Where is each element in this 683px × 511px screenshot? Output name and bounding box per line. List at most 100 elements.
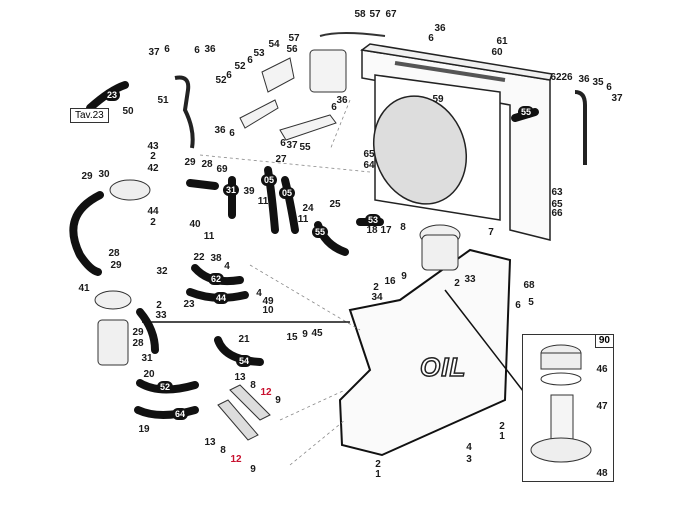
part-label-59[interactable]: 59	[432, 94, 444, 105]
part-label-31[interactable]: 31	[141, 353, 153, 364]
part-label-32[interactable]: 32	[156, 266, 168, 277]
part-label-48[interactable]: 48	[596, 468, 608, 479]
part-label-33[interactable]: 33	[155, 310, 167, 321]
part-label-12[interactable]: 12	[260, 387, 272, 398]
part-label-39[interactable]: 39	[243, 186, 255, 197]
part-label-57[interactable]: 57	[288, 33, 300, 44]
hose-badge-53[interactable]: 53	[364, 214, 382, 226]
part-label-44[interactable]: 44	[147, 206, 159, 217]
part-label-37[interactable]: 37	[148, 47, 160, 58]
part-label-36[interactable]: 36	[336, 95, 348, 106]
part-label-69[interactable]: 69	[216, 164, 228, 175]
hose-badge-54[interactable]: 54	[235, 355, 253, 367]
part-label-13[interactable]: 13	[234, 372, 246, 383]
part-label-2[interactable]: 2	[373, 282, 379, 293]
part-label-37[interactable]: 37	[611, 93, 623, 104]
part-label-64[interactable]: 64	[363, 160, 375, 171]
part-label-1[interactable]: 1	[375, 469, 381, 480]
part-label-36[interactable]: 36	[204, 44, 216, 55]
part-label-37[interactable]: 37	[286, 140, 298, 151]
part-label-9[interactable]: 9	[275, 395, 281, 406]
part-label-6[interactable]: 6	[280, 138, 286, 149]
hose-badge-55[interactable]: 55	[517, 106, 535, 118]
hose-badge-05[interactable]: 05	[278, 187, 296, 199]
part-label-29[interactable]: 29	[81, 171, 93, 182]
part-label-40[interactable]: 40	[189, 219, 201, 230]
part-label-42[interactable]: 42	[147, 163, 159, 174]
part-label-22[interactable]: 22	[193, 252, 205, 263]
part-label-62[interactable]: 62	[550, 72, 562, 83]
part-label-19[interactable]: 19	[138, 424, 150, 435]
part-label-6[interactable]: 6	[194, 45, 200, 56]
part-label-18[interactable]: 18	[366, 225, 378, 236]
part-label-36[interactable]: 36	[214, 125, 226, 136]
part-label-43[interactable]: 43	[147, 141, 159, 152]
hose-badge-31[interactable]: 31	[222, 184, 240, 196]
part-label-6[interactable]: 6	[226, 70, 232, 81]
part-label-36[interactable]: 36	[578, 74, 590, 85]
part-label-6[interactable]: 6	[164, 44, 170, 55]
part-label-9[interactable]: 9	[302, 329, 308, 340]
part-label-38[interactable]: 38	[210, 253, 222, 264]
part-label-12[interactable]: 12	[230, 454, 242, 465]
part-label-29[interactable]: 29	[110, 260, 122, 271]
part-label-11[interactable]: 11	[257, 196, 269, 207]
part-label-54[interactable]: 54	[268, 39, 280, 50]
part-label-33[interactable]: 33	[464, 274, 476, 285]
part-label-2[interactable]: 2	[156, 300, 162, 311]
part-label-68[interactable]: 68	[523, 280, 535, 291]
part-label-4[interactable]: 4	[224, 261, 230, 272]
part-label-27[interactable]: 27	[275, 154, 287, 165]
part-label-16[interactable]: 16	[384, 276, 396, 287]
part-label-4[interactable]: 4	[256, 288, 262, 299]
part-label-23[interactable]: 23	[183, 299, 195, 310]
part-label-5[interactable]: 5	[528, 297, 534, 308]
part-label-61[interactable]: 61	[496, 36, 508, 47]
part-label-15[interactable]: 15	[286, 332, 298, 343]
part-label-6[interactable]: 6	[229, 128, 235, 139]
part-label-41[interactable]: 41	[78, 283, 90, 294]
hose-badge-05[interactable]: 05	[260, 174, 278, 186]
part-label-2[interactable]: 2	[499, 421, 505, 432]
part-label-6[interactable]: 6	[331, 102, 337, 113]
part-label-52[interactable]: 52	[215, 75, 227, 86]
part-label-56[interactable]: 56	[286, 44, 298, 55]
part-label-26[interactable]: 26	[561, 72, 573, 83]
part-label-13[interactable]: 13	[204, 437, 216, 448]
part-label-25[interactable]: 25	[329, 199, 341, 210]
part-label-50[interactable]: 50	[122, 106, 134, 117]
part-label-20[interactable]: 20	[143, 369, 155, 380]
part-label-58[interactable]: 58	[354, 9, 366, 20]
part-label-4[interactable]: 4	[466, 442, 472, 453]
part-label-28[interactable]: 28	[108, 248, 120, 259]
part-label-52[interactable]: 52	[234, 61, 246, 72]
part-label-57[interactable]: 57	[369, 9, 381, 20]
part-label-28[interactable]: 28	[132, 338, 144, 349]
part-label-29[interactable]: 29	[184, 157, 196, 168]
part-label-6[interactable]: 6	[515, 300, 521, 311]
part-label-66[interactable]: 66	[551, 208, 563, 219]
part-label-65[interactable]: 65	[551, 199, 563, 210]
reference-table-box[interactable]: Tav.23	[70, 108, 109, 123]
hose-badge-23[interactable]: 23	[103, 89, 121, 101]
part-label-7[interactable]: 7	[488, 227, 494, 238]
part-label-46[interactable]: 46	[596, 364, 608, 375]
part-label-2[interactable]: 2	[454, 278, 460, 289]
part-label-49[interactable]: 49	[262, 296, 274, 307]
part-label-10[interactable]: 10	[262, 305, 274, 316]
hose-badge-52[interactable]: 52	[156, 381, 174, 393]
part-label-1[interactable]: 1	[499, 431, 505, 442]
part-label-67[interactable]: 67	[385, 9, 397, 20]
part-label-21[interactable]: 21	[238, 334, 250, 345]
hose-badge-64[interactable]: 64	[171, 408, 189, 420]
part-label-65[interactable]: 65	[363, 149, 375, 160]
part-label-45[interactable]: 45	[311, 328, 323, 339]
part-label-63[interactable]: 63	[551, 187, 563, 198]
part-label-36[interactable]: 36	[434, 23, 446, 34]
part-label-24[interactable]: 24	[302, 203, 314, 214]
part-label-60[interactable]: 60	[491, 47, 503, 58]
part-label-29[interactable]: 29	[132, 327, 144, 338]
part-label-28[interactable]: 28	[201, 159, 213, 170]
part-label-55[interactable]: 55	[299, 142, 311, 153]
part-label-2[interactable]: 2	[375, 459, 381, 470]
